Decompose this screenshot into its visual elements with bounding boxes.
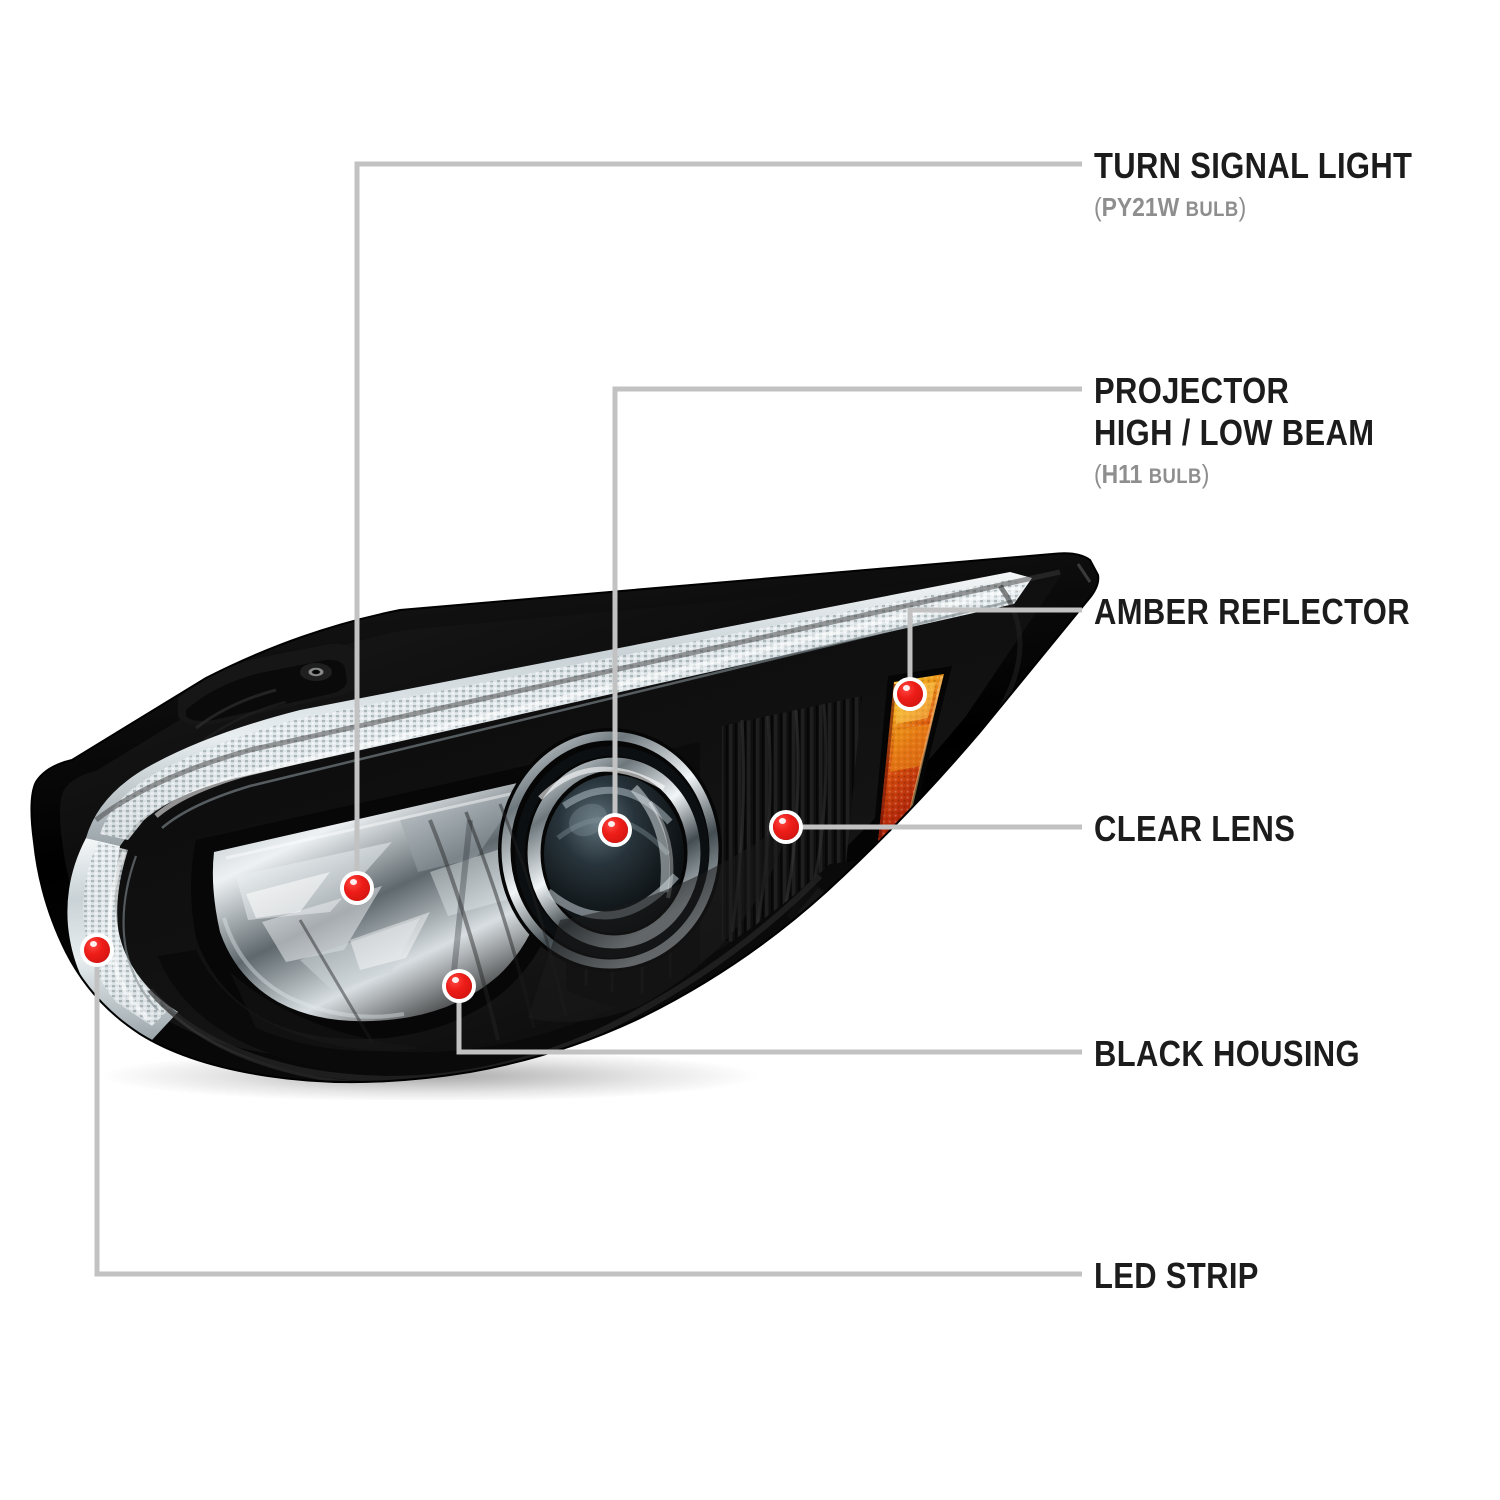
marker-projector-high-low-beam[interactable] (602, 817, 628, 843)
marker-turn-signal-light[interactable] (344, 875, 370, 901)
marker-led-strip[interactable] (84, 937, 110, 963)
callout-black-housing: BLACK HOUSING (1094, 1033, 1403, 1075)
callout-title-black-housing: BLACK HOUSING (1094, 1033, 1360, 1074)
headlight-assembly-image (0, 520, 1110, 1100)
callout-led-strip: LED STRIP (1094, 1255, 1286, 1297)
callout-clear-lens: CLEAR LENS (1094, 808, 1328, 850)
callout-amber-reflector: AMBER REFLECTOR (1094, 591, 1461, 633)
callout-title-projector: PROJECTOR HIGH / LOW BEAM (1094, 370, 1375, 453)
bulb-word-projector: BULB (1148, 464, 1202, 488)
marker-black-housing[interactable] (446, 973, 472, 999)
callout-subtitle-turn-signal-light: (PY21W BULB) (1094, 191, 1420, 225)
paren-open-projector: ( (1094, 458, 1102, 489)
paren-open-turn-signal: ( (1094, 191, 1102, 222)
marker-clear-lens[interactable] (773, 814, 799, 840)
callout-title-amber-reflector: AMBER REFLECTOR (1094, 591, 1410, 632)
callout-projector-high-low-beam: PROJECTOR HIGH / LOW BEAM (H11 BULB) (1094, 370, 1420, 491)
bulb-code-turn-signal: PY21W (1101, 191, 1180, 222)
paren-close-turn-signal: ) (1238, 191, 1247, 222)
callout-turn-signal-light: TURN SIGNAL LIGHT (PY21W BULB) (1094, 145, 1464, 225)
callout-subtitle-projector: (H11 BULB) (1094, 458, 1381, 492)
callout-title-led-strip: LED STRIP (1094, 1255, 1259, 1296)
bulb-word-turn-signal: BULB (1185, 197, 1239, 221)
paren-close-projector: ) (1201, 458, 1210, 489)
marker-amber-reflector[interactable] (897, 681, 923, 707)
callout-title-clear-lens: CLEAR LENS (1094, 808, 1296, 849)
bulb-code-projector: H11 (1101, 458, 1143, 489)
callout-title-turn-signal-light: TURN SIGNAL LIGHT (1094, 145, 1413, 186)
